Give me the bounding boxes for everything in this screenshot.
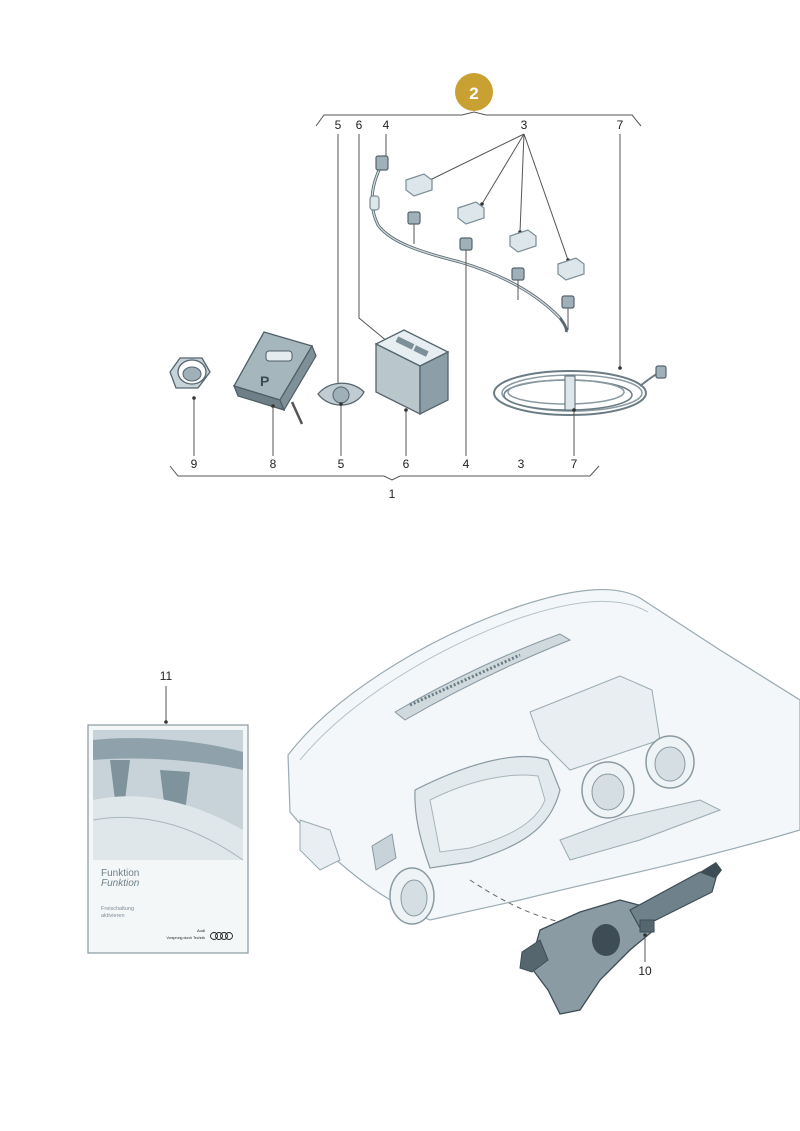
callout-3-bottom: 3: [518, 457, 525, 471]
mounting-bracket: [317, 382, 365, 406]
callout-7-top: 7: [617, 118, 624, 132]
dashboard-illustration: [287, 588, 800, 925]
booklet-subtitle: Funktion: [101, 878, 140, 889]
button-p-symbol: P: [260, 373, 269, 389]
booklet-line2: aktivieren: [101, 913, 125, 919]
lower-leader-lines: [192, 250, 576, 456]
callout-4-top: 4: [383, 118, 390, 132]
booklet-line1: Freischaltung: [101, 906, 134, 912]
lower-bracket: [169, 465, 600, 481]
callout-8: 8: [270, 457, 277, 471]
sensor-ring: [169, 357, 211, 389]
booklet-title: Funktion: [101, 868, 139, 879]
sensor-brackets: [405, 173, 585, 281]
callout-11: 11: [160, 669, 173, 683]
group-label-1: 1: [389, 487, 396, 501]
cable-coil: [493, 365, 667, 416]
audi-rings-logo: [210, 932, 233, 940]
callout-3-top: 3: [521, 118, 528, 132]
wiring-harness: [369, 155, 575, 333]
callout-9: 9: [191, 457, 198, 471]
callout-10: 10: [638, 964, 652, 978]
badge-label: 2: [469, 84, 478, 103]
upper-bracket: [315, 111, 642, 127]
parking-button: P: [232, 331, 317, 425]
steering-column-switch: [519, 862, 722, 1015]
control-unit: [374, 329, 450, 416]
badge-circle: [455, 73, 493, 111]
group-badge: 2: [455, 73, 493, 111]
booklet-brand-slogan: Vorsprung durch Technik: [167, 936, 206, 940]
callout-6-top: 6: [356, 118, 363, 132]
callout-6-bottom: 6: [403, 457, 410, 471]
callout-7-bottom: 7: [571, 457, 578, 471]
callout-5-bottom: 5: [338, 457, 345, 471]
leader-lines: [336, 133, 622, 387]
booklet-brand-name: Audi: [197, 928, 205, 933]
callout-4-bottom: 4: [463, 457, 470, 471]
callout-5-top: 5: [335, 118, 342, 132]
booklet: Funktion Funktion Freischaltung aktivier…: [87, 724, 249, 954]
